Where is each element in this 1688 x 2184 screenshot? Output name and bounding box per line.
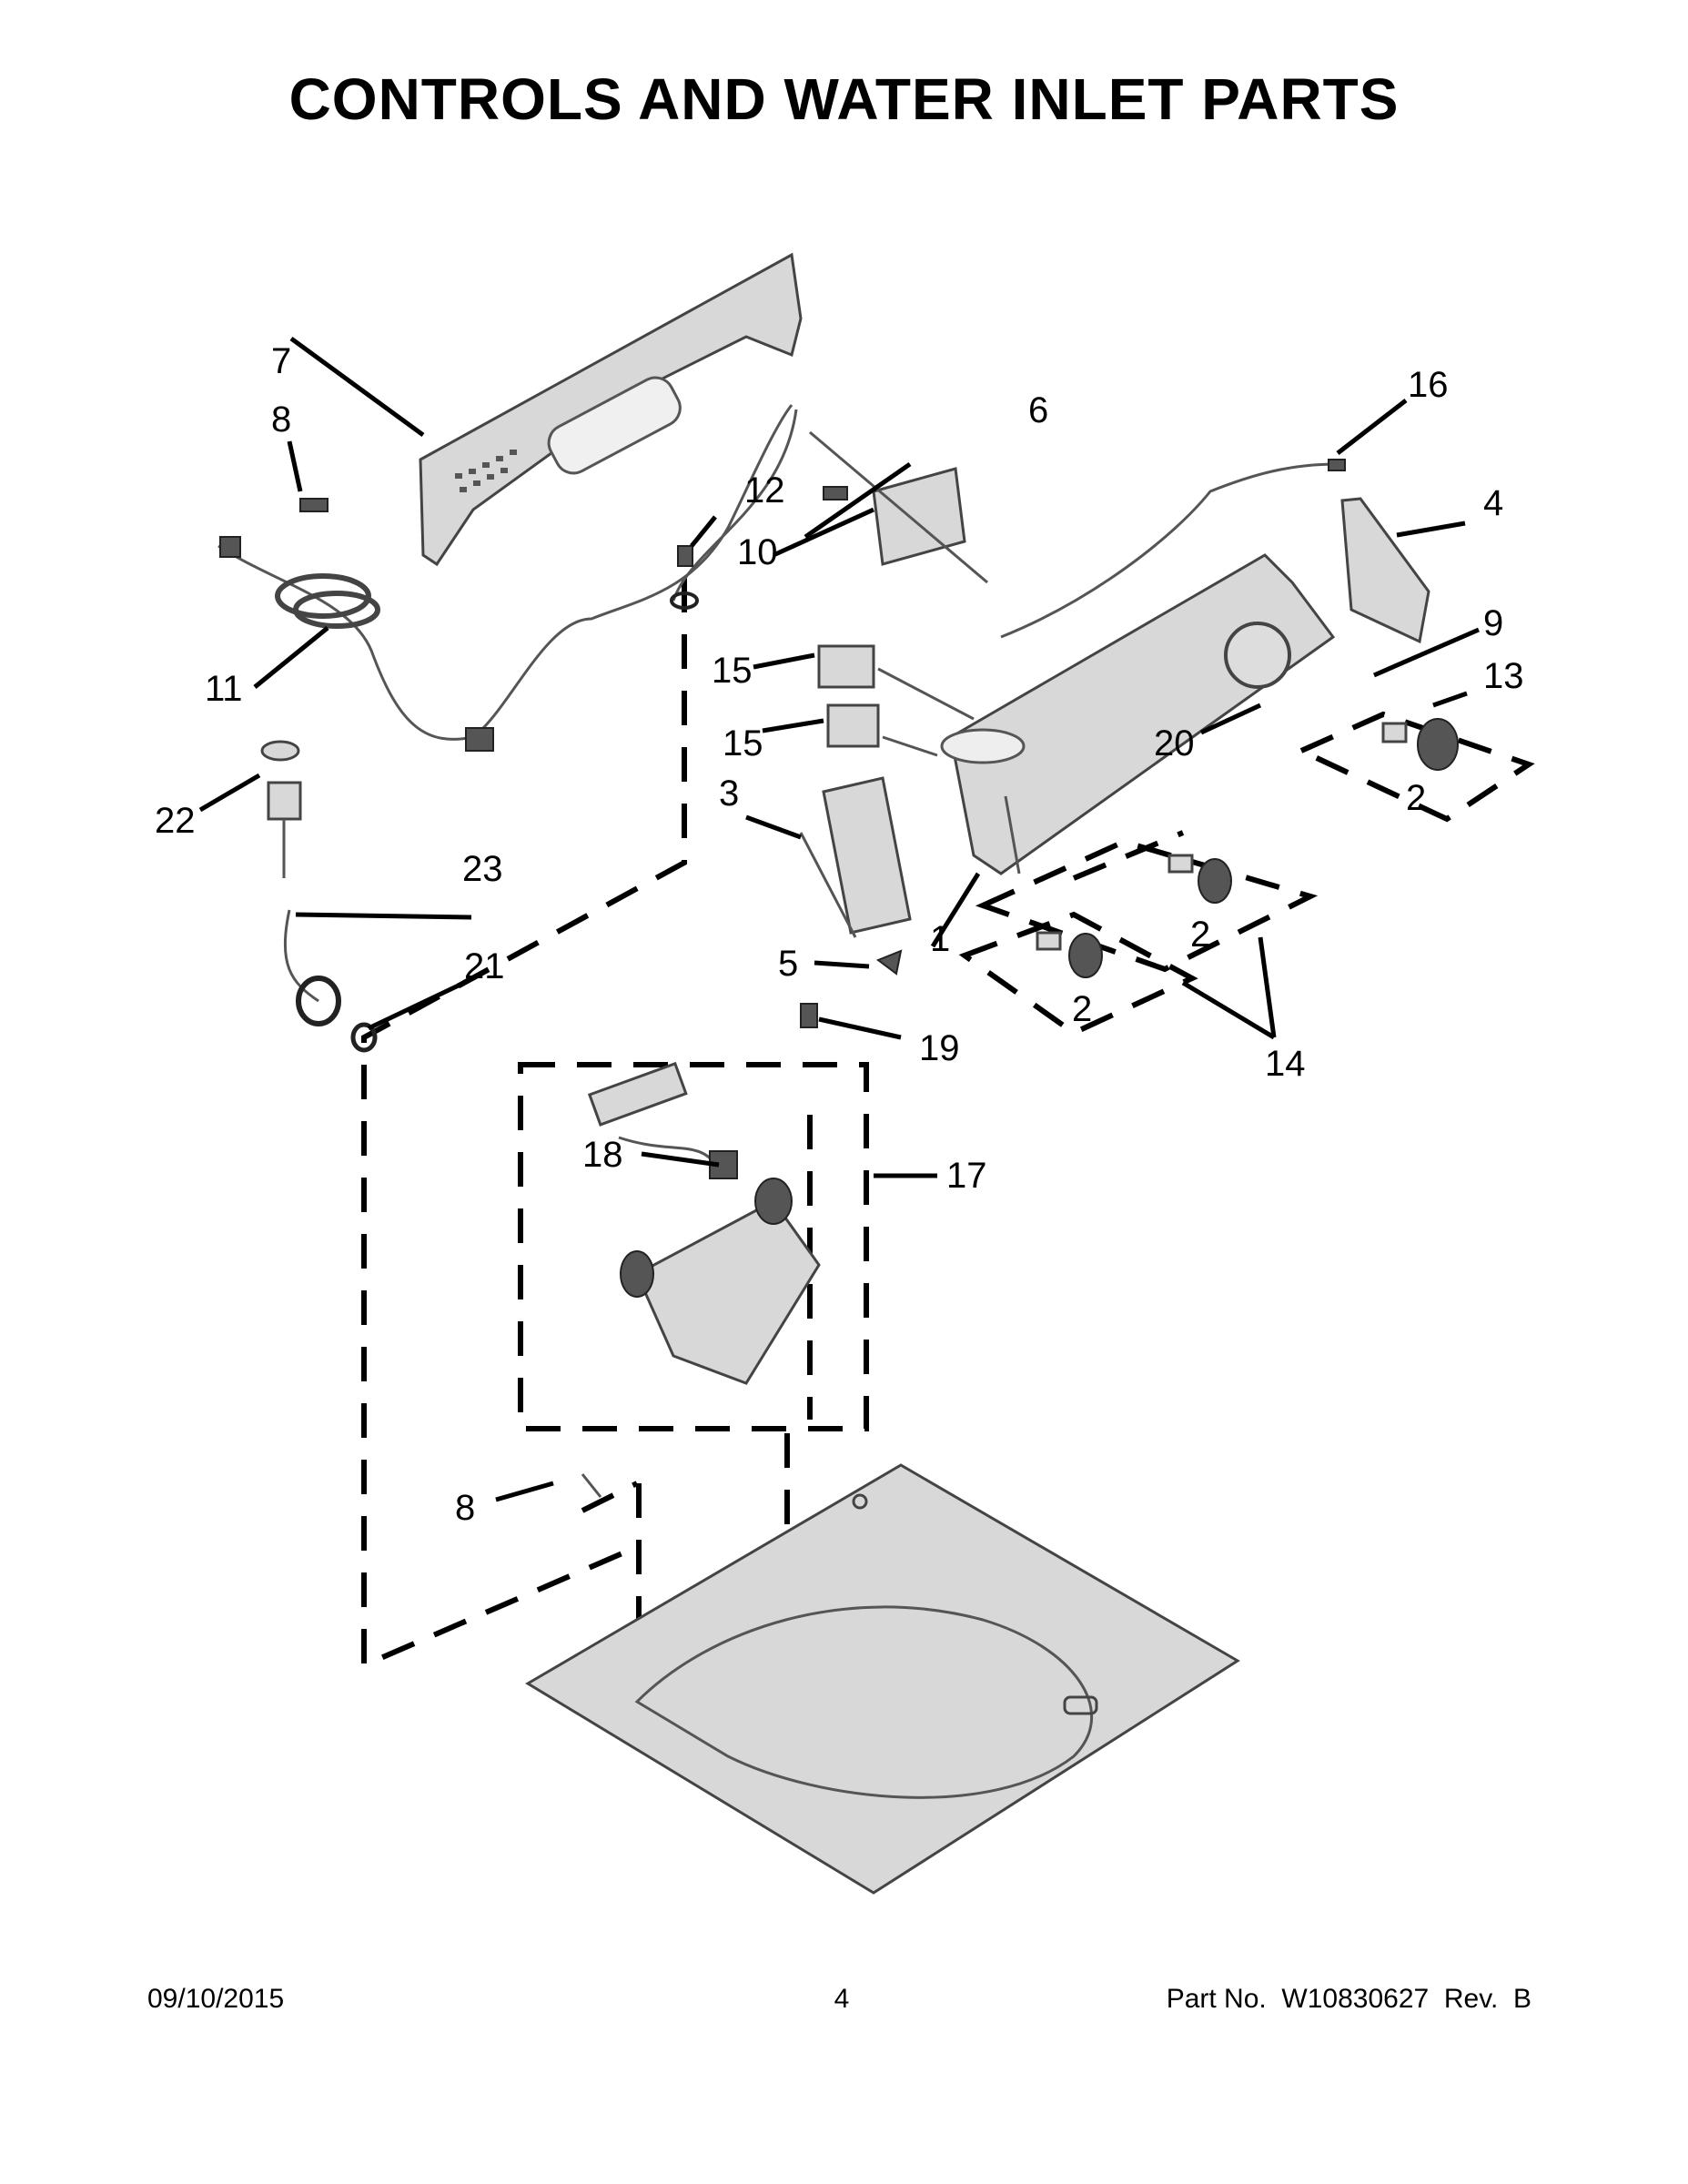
- callout-22: 22: [155, 801, 196, 841]
- callout-3: 3: [719, 774, 739, 814]
- callout-18: 18: [582, 1135, 623, 1175]
- page-title: CONTROLS AND WATER INLET PARTS: [288, 66, 1400, 132]
- cabinet-top-part: [525, 1463, 1240, 1895]
- callout-15-top: 15: [712, 651, 753, 691]
- callout-16: 16: [1408, 365, 1449, 405]
- callout-9: 9: [1483, 603, 1503, 643]
- callout-13: 13: [1483, 656, 1524, 696]
- water-inlet-part: [260, 740, 378, 1053]
- callout-4: 4: [1483, 483, 1503, 523]
- screw-part: [299, 498, 329, 512]
- callout-6: 6: [1028, 390, 1048, 430]
- bracket-part: [1340, 497, 1430, 644]
- dispenser-cover-part: [799, 776, 912, 938]
- callout-11: 11: [205, 669, 243, 709]
- callout-15-bottom: 15: [723, 723, 763, 763]
- clip-part: [800, 949, 903, 1028]
- switch-parts: [817, 644, 975, 757]
- callout-1: 1: [930, 919, 950, 959]
- footer-page-number: 4: [834, 1984, 850, 2014]
- callout-5: 5: [778, 944, 798, 984]
- callout-17: 17: [946, 1156, 987, 1196]
- callout-10: 10: [737, 532, 778, 572]
- callout-7: 7: [271, 341, 291, 381]
- knob-parts: [1036, 718, 1459, 978]
- dashed-assembly-lines: [361, 578, 1535, 1670]
- console-frame-part: [940, 553, 1336, 875]
- callout-20: 20: [1154, 723, 1195, 763]
- callout-14: 14: [1265, 1044, 1306, 1084]
- callout-2-left: 2: [1072, 989, 1092, 1029]
- control-board-part: [809, 430, 988, 584]
- callout-2-right: 2: [1406, 778, 1426, 818]
- valve-assembly-part: [587, 1061, 821, 1385]
- wire-harness-part: [217, 404, 798, 752]
- footer-date: 09/10/2015: [147, 1984, 285, 2014]
- callout-labels: 7 8 12 10 6 16 4 9 13 11 15 15 20 3 22 2…: [155, 341, 1524, 1528]
- footer-part-number: Part No. W10830627 Rev. B: [1166, 1984, 1531, 2014]
- wiring-part: [1000, 459, 1346, 639]
- callout-8-bottom: 8: [455, 1488, 475, 1528]
- callout-21: 21: [464, 946, 505, 986]
- callout-19: 19: [919, 1028, 960, 1068]
- callout-23: 23: [462, 849, 503, 889]
- callout-8-top: 8: [271, 399, 291, 440]
- callout-2-mid: 2: [1190, 915, 1210, 955]
- callout-12: 12: [744, 470, 785, 511]
- console-panel-part: [419, 252, 803, 567]
- callout-leaders: [198, 336, 1480, 1502]
